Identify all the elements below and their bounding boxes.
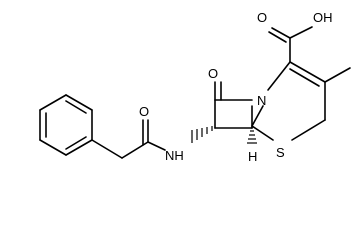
phenyl-bond-5 bbox=[39, 139, 67, 156]
bond-c4-s bbox=[291, 119, 326, 141]
bond-c3-methyl bbox=[324, 67, 351, 83]
bond-c2-c3-double-2 bbox=[289, 68, 320, 87]
bond-carbonyl-ch2 bbox=[121, 141, 149, 159]
bond-n-c6 bbox=[251, 105, 264, 127]
phenyl-ring bbox=[39, 94, 93, 156]
phenyl-bond-6 bbox=[65, 139, 93, 156]
bond-c-o-double-1 bbox=[271, 27, 291, 39]
ring-nitrogen-label: N bbox=[257, 93, 266, 108]
carboxyl-group: O OH bbox=[257, 10, 333, 63]
amide-oxygen-label: O bbox=[139, 104, 149, 119]
bond-nh-carbonyl bbox=[147, 141, 166, 151]
structure-diagram: O OH O N S H NH bbox=[39, 10, 351, 164]
stereo-hydrogen: H bbox=[247, 130, 257, 164]
bond-c2-c3-double-1 bbox=[289, 61, 326, 83]
bond-ch2-phenyl bbox=[91, 139, 123, 159]
phenyl-bond-2 bbox=[65, 94, 93, 111]
molecule-svg: O OH O N S H NH bbox=[39, 10, 351, 164]
lactam-oxygen-label: O bbox=[208, 66, 218, 81]
phenyl-inner-bond-1 bbox=[65, 100, 87, 114]
amide-nh-label: NH bbox=[165, 148, 184, 163]
beta-lactam-ring: O N S bbox=[208, 66, 285, 160]
carboxyl-hydroxyl-label: OH bbox=[313, 10, 333, 25]
phenyl-bond-3 bbox=[39, 94, 67, 111]
carboxyl-oxygen-label: O bbox=[257, 10, 267, 25]
bond-c-oh bbox=[289, 26, 313, 39]
sulfur-label: S bbox=[276, 145, 285, 160]
amide-side-chain: NH O bbox=[91, 104, 213, 163]
bond-c2-n bbox=[267, 61, 291, 91]
dihydrothiazine-ring bbox=[251, 61, 351, 141]
bond-c-o-double-2 bbox=[268, 31, 287, 43]
stereo-h-label: H bbox=[248, 149, 257, 164]
bond-s-c6 bbox=[251, 125, 274, 141]
phenyl-inner-bond-3 bbox=[65, 136, 87, 150]
